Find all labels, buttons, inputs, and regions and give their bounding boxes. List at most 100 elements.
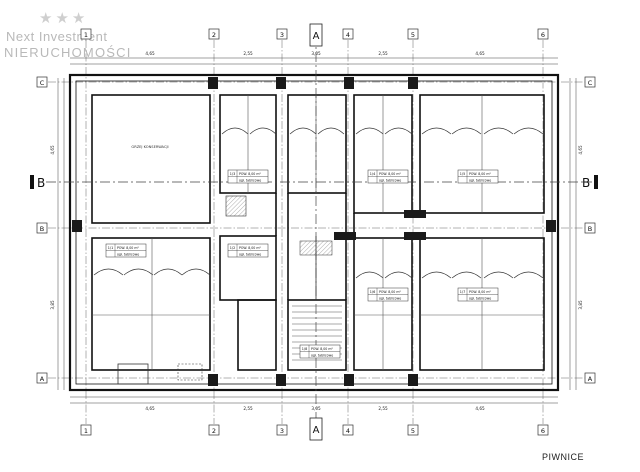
grid-column-6: 66 (537, 28, 549, 436)
dimension-top: 4,65 (145, 51, 155, 56)
dimension-top: 2,55 (378, 51, 388, 56)
storage-tag-number: 1/5 (460, 172, 465, 176)
dimension-bottom: 4,65 (475, 406, 485, 411)
storage-tag-desc: ogł. tablicowe (379, 179, 401, 183)
storage-tag-area: POW. 8,00 m² (239, 246, 261, 250)
section-marker-b-left: B (30, 175, 45, 190)
watermark-line2: NIERUCHOMOŚCI (4, 45, 132, 60)
storage-tag-number: 1/8 (302, 347, 307, 351)
door-arc (221, 127, 249, 135)
storage-tag: 1/5 POW. 8,00 m² ogł. tablicowe (457, 169, 499, 184)
svg-text:A: A (313, 425, 320, 436)
storage-tag-area: POW. 8,00 m² (469, 290, 491, 294)
dimension-bottom: 2,55 (243, 406, 253, 411)
section-marker-a-bottom: A (309, 417, 323, 441)
storage-tag: 1/8 POW. 8,00 m² ogł. tablicowe (299, 344, 341, 359)
grid-column-label: 6 (541, 31, 545, 39)
section-marker-a-top: A (309, 23, 323, 47)
dimension-right: 3,85 (578, 300, 583, 310)
door-arc (421, 127, 452, 135)
dimension-bottom: 3,05 (311, 406, 321, 411)
storage-tag-number: 1/1 (108, 246, 113, 250)
storage-tag-desc: ogł. tablicowe (469, 297, 491, 301)
dimension-top: 4,65 (475, 51, 485, 56)
grid-column-label: 4 (346, 31, 350, 39)
door-arc (93, 268, 124, 276)
grid-row-label: A (40, 375, 45, 383)
grid-row-label: B (40, 225, 44, 233)
svg-text:B: B (37, 176, 45, 190)
grid-row-label: B (588, 225, 592, 233)
grid-column-1: 11 (80, 28, 92, 436)
door-arc (355, 271, 384, 279)
interior-walls (91, 94, 545, 371)
grid-column-label: 1 (84, 31, 88, 39)
storage-tag: 1/1 POW. 8,00 m² ogł. tablicowe (105, 243, 147, 258)
grid-row-label: C (40, 79, 45, 87)
door-arc (451, 127, 482, 135)
dimension-bottom: 4,65 (145, 406, 155, 411)
grid-column-label: 5 (411, 427, 415, 435)
grid-row-label: C (588, 79, 593, 87)
dimension-left: 3,85 (50, 300, 55, 310)
grid-column-label: 3 (280, 31, 284, 39)
door-arc (123, 268, 154, 276)
grid-column-label: 1 (84, 427, 88, 435)
storage-tag-area: POW. 8,00 m² (469, 172, 491, 176)
storage-tag-number: 1/6 (370, 290, 375, 294)
door-arc (483, 271, 514, 279)
section-lines (46, 34, 592, 428)
storage-tag-area: POW. 8,00 m² (379, 172, 401, 176)
grid-column-2: 22 (208, 28, 220, 436)
storage-tag-desc: ogł. tablicowe (469, 179, 491, 183)
door-arc (384, 127, 413, 135)
grid-column-label: 3 (280, 427, 284, 435)
storage-tag: 1/4 POW. 8,00 m² ogł. tablicowe (367, 169, 409, 184)
dimension-lines (57, 57, 577, 404)
svg-text:B: B (582, 176, 590, 190)
door-arc (513, 127, 544, 135)
dimension-left: 4,65 (50, 145, 55, 155)
storage-tag-desc: ogł. tablicowe (117, 253, 139, 257)
dimension-right: 4,65 (578, 145, 583, 155)
door-swings (93, 127, 544, 279)
grid-column-3: 33 (276, 28, 288, 436)
door-arc (421, 271, 452, 279)
storage-tag-number: 1/4 (370, 172, 375, 176)
svg-text:A: A (313, 31, 320, 42)
door-arc (483, 127, 514, 135)
wall-piers (72, 77, 556, 386)
storage-tag-desc: ogł. tablicowe (239, 179, 261, 183)
storage-tag-desc: ogł. tablicowe (311, 354, 333, 358)
door-arc (355, 127, 384, 135)
storage-tag-area: POW. 8,00 m² (311, 347, 333, 351)
grid-column-label: 6 (541, 427, 545, 435)
grid-column-label: 5 (411, 31, 415, 39)
door-arc (317, 127, 345, 135)
door-arc (181, 268, 211, 276)
storage-tag-number: 1/2 (230, 246, 235, 250)
storage-tag-area: POW. 8,00 m² (117, 246, 139, 250)
room-label-large: GRZEJ KONSERWACJI (131, 145, 168, 149)
sheet-name-label: PIWNICE (541, 452, 584, 462)
grid-column-label: 4 (346, 427, 350, 435)
door-arc (289, 127, 317, 135)
door-arc (249, 127, 277, 135)
storage-tag-number: 1/3 (230, 172, 235, 176)
storage-tag-desc: ogł. tablicowe (379, 297, 401, 301)
grid-column-label: 2 (212, 31, 216, 39)
dimension-top: 2,55 (243, 51, 253, 56)
section-marker-b-right: B (582, 175, 598, 190)
grid-row-label: A (588, 375, 593, 383)
